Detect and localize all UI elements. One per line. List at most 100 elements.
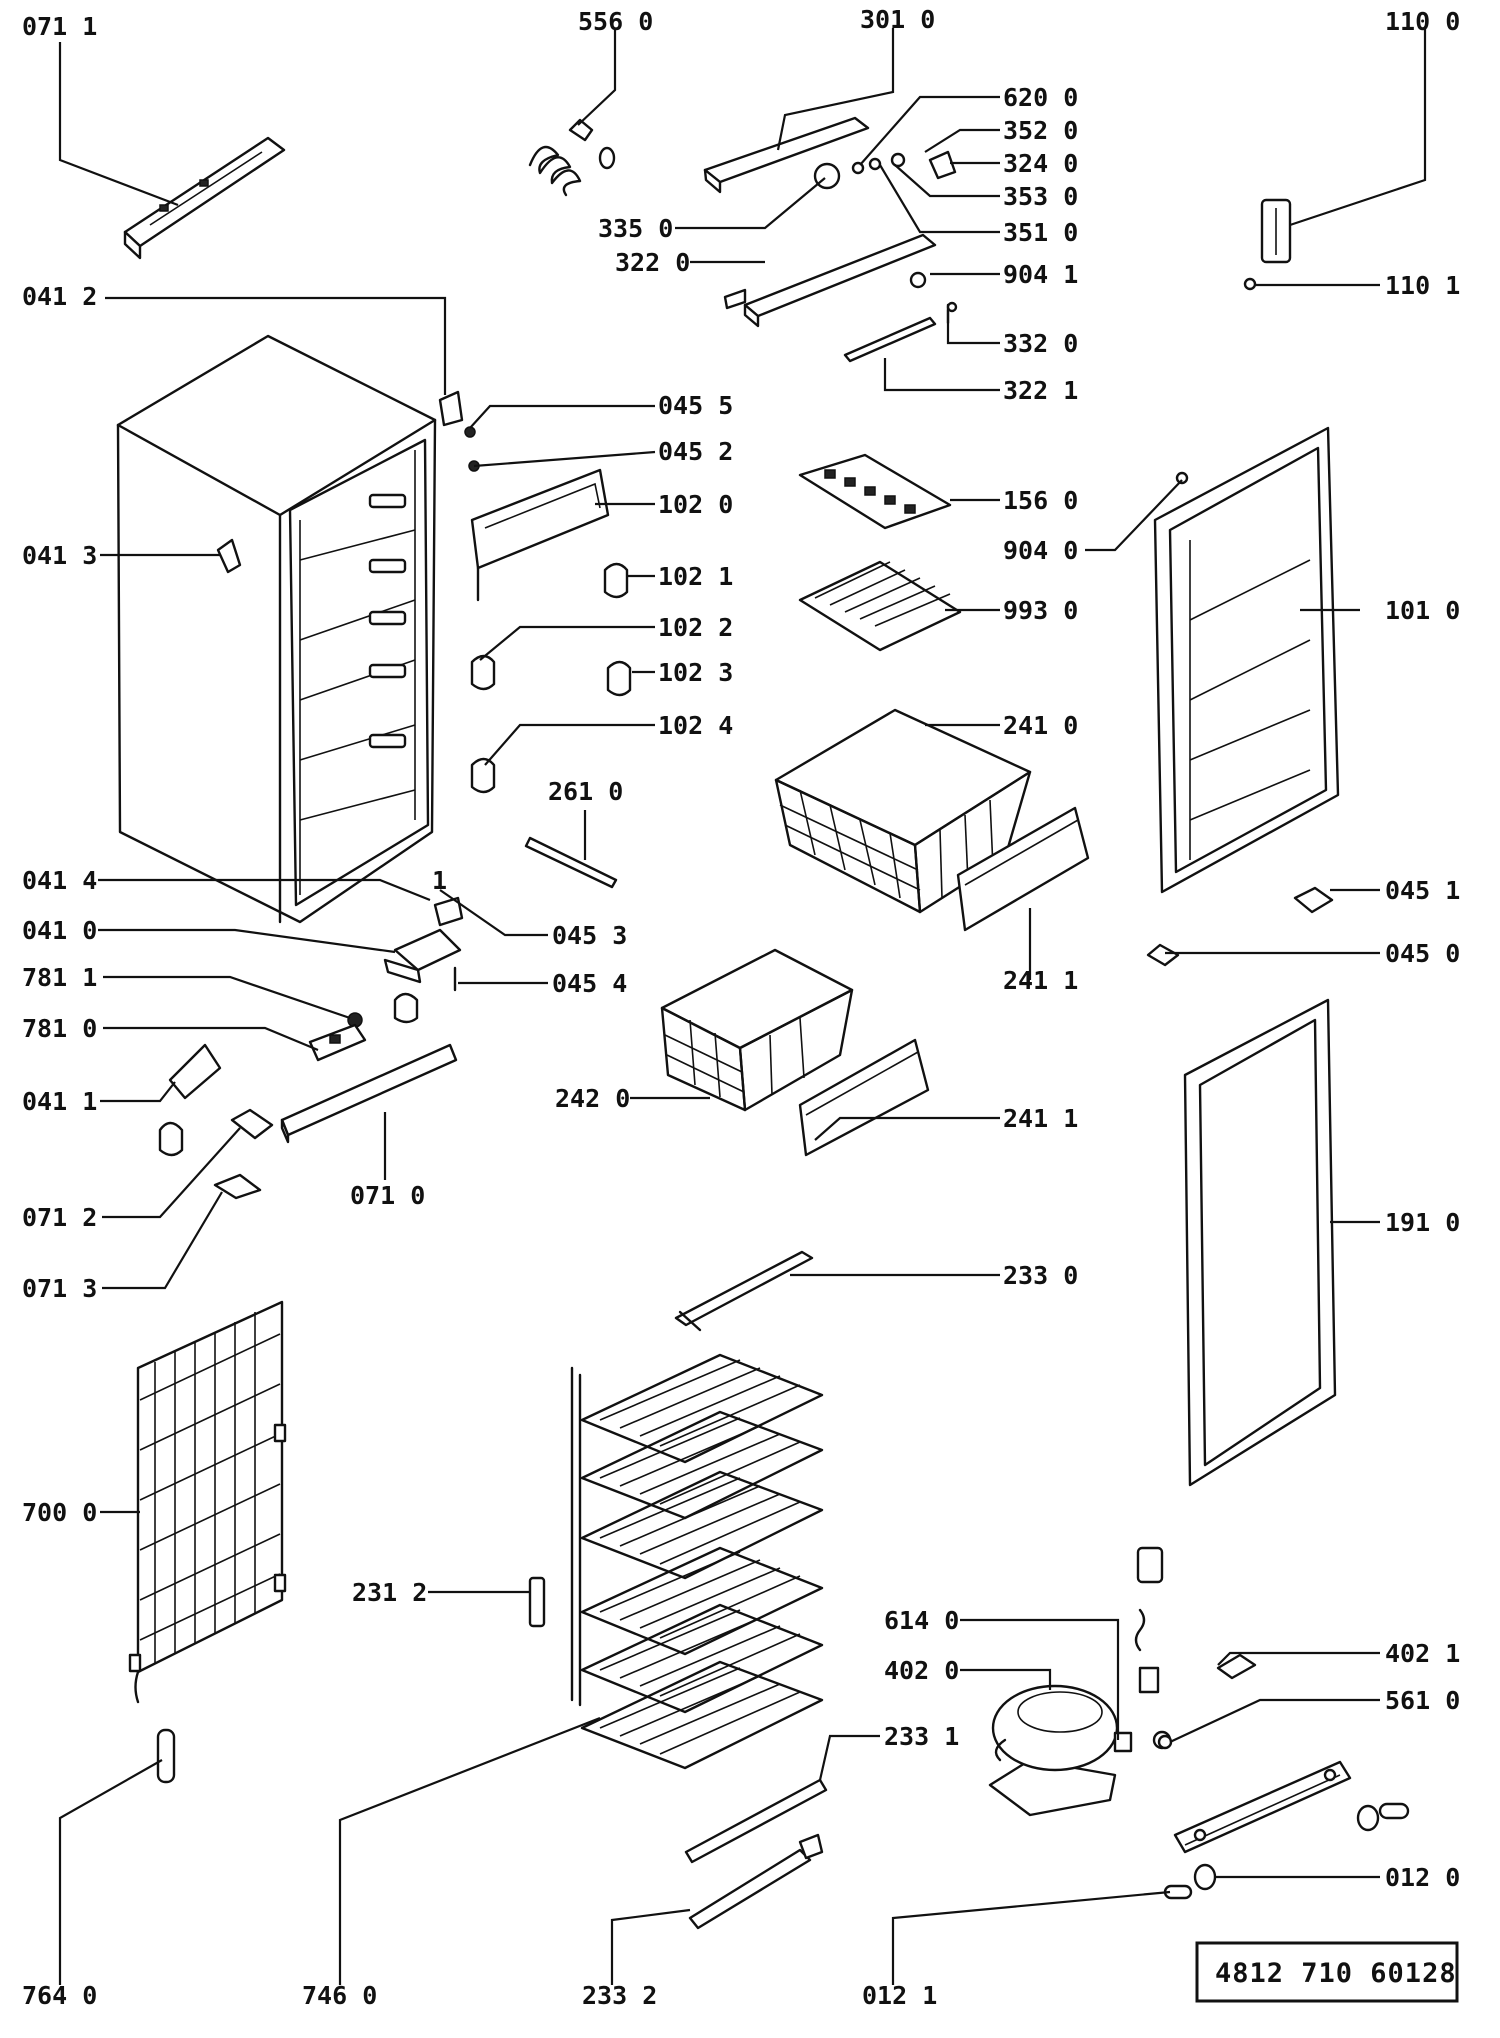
label-2420: 242 0: [555, 1084, 630, 1113]
label-0711: 071 1: [22, 12, 97, 41]
part-2411-flap-upper: [956, 806, 1090, 932]
part-0410-hinge-assembly: [347, 896, 464, 1028]
label-1022: 102 2: [658, 613, 733, 642]
part-0412-0455-0452: [438, 390, 480, 472]
document-number: 4812 710 60128: [1215, 1958, 1457, 1989]
part-2312: [528, 1576, 546, 1628]
label-0120: 012 0: [1385, 1863, 1460, 1892]
label-5610: 561 0: [1385, 1686, 1460, 1715]
label-2411a: 241 1: [1003, 966, 1078, 995]
label-0121: 012 1: [862, 1981, 937, 2010]
label-1: 1: [432, 866, 447, 895]
part-base-plate: [1163, 1760, 1410, 1900]
label-7000: 700 0: [22, 1498, 97, 1527]
part-4020-compressor: [988, 1684, 1119, 1817]
label-0713: 071 3: [22, 1274, 97, 1303]
label-3220: 322 0: [615, 248, 690, 277]
part-0710-bottom-rail: [280, 1043, 458, 1144]
label-3320: 332 0: [1003, 329, 1078, 358]
label-0454: 045 4: [552, 969, 627, 998]
label-9041: 904 1: [1003, 260, 1078, 289]
part-7000-condenser: [128, 1300, 287, 1704]
label-0410: 041 0: [22, 916, 97, 945]
label-0452: 045 2: [658, 437, 733, 466]
label-7811: 781 1: [22, 963, 97, 992]
label-1100: 110 0: [1385, 7, 1460, 36]
label-9040: 904 0: [1003, 536, 1078, 565]
label-0451: 045 1: [1385, 876, 1460, 905]
part-3221-strip: [843, 301, 958, 363]
label-2330: 233 0: [1003, 1261, 1078, 1290]
part-3220-front-panel: [723, 233, 937, 328]
part-0451-0450: [1146, 886, 1334, 967]
label-0411: 041 1: [22, 1087, 97, 1116]
part-2330-bar: [674, 1250, 814, 1332]
label-2312: 231 2: [352, 1578, 427, 1607]
label-1101: 110 1: [1385, 271, 1460, 300]
label-3510: 351 0: [1003, 218, 1078, 247]
label-4020: 402 0: [884, 1656, 959, 1685]
label-7460: 746 0: [302, 1981, 377, 2010]
label-2411b: 241 1: [1003, 1104, 1078, 1133]
part-1020-door-shelf: [470, 468, 610, 602]
label-1560: 156 0: [1003, 486, 1078, 515]
label-3350: 335 0: [598, 214, 673, 243]
leader-lines: [58, 28, 1427, 1985]
label-0413: 041 3: [22, 541, 97, 570]
part-1100-hinge: [1243, 198, 1292, 291]
part-0711-top-rail: [123, 136, 286, 260]
part-5560-spring: [528, 118, 616, 197]
label-0412: 041 2: [22, 282, 97, 311]
label-6140: 614 0: [884, 1606, 959, 1635]
label-2410: 241 0: [1003, 711, 1078, 740]
label-1023: 102 3: [658, 658, 733, 687]
part-0411: [158, 1043, 222, 1157]
label-0453: 045 3: [552, 921, 627, 950]
part-2331-2332-bars: [684, 1778, 828, 1930]
part-1021-1024-clips: [470, 562, 632, 794]
label-7810: 781 0: [22, 1014, 97, 1043]
part-1560-ice-tray: [798, 453, 952, 530]
label-1910: 191 0: [1385, 1208, 1460, 1237]
part-2610-bar: [524, 836, 618, 889]
part-4021-5610: [1157, 1653, 1257, 1750]
label-0455: 045 5: [658, 391, 733, 420]
part-6140-relay: [1113, 1546, 1172, 1753]
part-9040-pin: [1175, 471, 1189, 485]
part-0712-0713-brackets: [213, 1108, 274, 1200]
document-number-box: 4812 710 60128: [1195, 1941, 1459, 2003]
part-labels: 071 1 556 0 301 0 110 0 620 0 352 0 324 …: [22, 5, 1460, 2010]
part-9930-grille: [798, 560, 962, 652]
label-4021: 402 1: [1385, 1639, 1460, 1668]
label-2610: 261 0: [548, 777, 623, 806]
label-0712: 071 2: [22, 1203, 97, 1232]
label-9930: 993 0: [1003, 596, 1078, 625]
label-0450: 045 0: [1385, 939, 1460, 968]
part-2420-lower-basket: [660, 948, 854, 1112]
label-3010: 301 0: [860, 5, 935, 34]
label-2332: 233 2: [582, 1981, 657, 2010]
label-3520: 352 0: [1003, 116, 1078, 145]
part-3010-control-housing: [703, 116, 957, 194]
label-1010: 101 0: [1385, 596, 1460, 625]
label-0414: 041 4: [22, 866, 97, 895]
part-7640: [156, 1728, 176, 1784]
label-1020: 102 0: [658, 490, 733, 519]
label-6200: 620 0: [1003, 83, 1078, 112]
label-1021: 102 1: [658, 562, 733, 591]
part-7810: [308, 1023, 367, 1062]
label-1024: 102 4: [658, 711, 733, 740]
label-3221: 322 1: [1003, 376, 1078, 405]
part-7460-shelf-rack: [570, 1353, 824, 1770]
part-1910-gasket: [1183, 998, 1337, 1487]
label-0710: 071 0: [350, 1181, 425, 1210]
part-1010-door: [1153, 426, 1340, 894]
part-cabinet: [116, 334, 437, 924]
label-2331: 233 1: [884, 1722, 959, 1751]
label-7640: 764 0: [22, 1981, 97, 2010]
label-5560: 556 0: [578, 7, 653, 36]
label-3530: 353 0: [1003, 182, 1078, 211]
label-3240: 324 0: [1003, 149, 1078, 178]
